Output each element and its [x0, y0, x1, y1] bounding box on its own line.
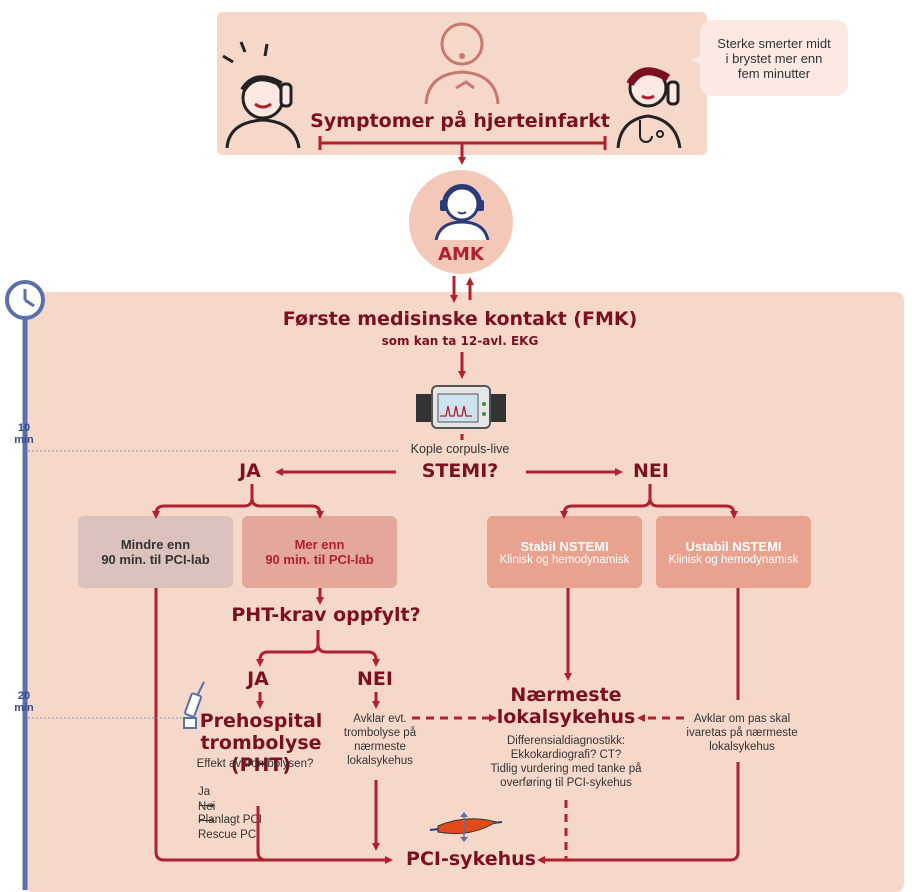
box-less-line2: 90 min. til PCI-lab — [101, 552, 210, 567]
box-more-line2: 90 min. til PCI-lab — [265, 552, 374, 567]
man-on-phone-icon — [222, 41, 301, 149]
syringe-icon — [183, 681, 205, 729]
bubble-tail-icon — [690, 54, 704, 66]
fmk-title: Første medisinske kontakt (FMK) — [282, 308, 638, 330]
stemi-no-label: NEI — [633, 460, 669, 482]
patient-chest-pain-icon — [424, 22, 500, 105]
stable-sub: Klinisk og hemodynamisk — [499, 553, 630, 566]
speech-bubble: Sterke smerter midt i brystet mer enn fe… — [700, 20, 848, 96]
stemi-yes-label: JA — [239, 460, 261, 482]
stable-title: Stabil NSTEMI — [520, 538, 609, 554]
pht-nei-row: Nei ⟶ Rescue PCI — [198, 786, 328, 842]
unstable-title: Ustabil NSTEMI — [685, 538, 782, 554]
ekg-monitor-icon — [416, 385, 506, 429]
arrow-right-icon: ⟶ — [198, 800, 215, 812]
pht-ja-label: Ja — [198, 786, 211, 798]
stemi-question: STEMI? — [421, 460, 499, 482]
stent-balloon-icon — [429, 812, 503, 842]
unstable-sub: Klinisk og hemodynamisk — [668, 553, 799, 566]
pht-question: PHT-krav oppfylt? — [231, 604, 421, 626]
box-more-line1: Mer enn — [294, 537, 345, 552]
unstable-text: Avklar om pas skal ivaretas på nærmeste … — [686, 713, 798, 753]
operator-headset-icon — [434, 184, 490, 240]
local-details: Differensialdiagnostikk: Ekkokardiografi… — [490, 735, 642, 789]
pht-no-label: NEI — [357, 668, 393, 690]
pht-no-text: Avklar evt. trombolyse på nærmeste lokal… — [343, 713, 417, 767]
box-stable-nstemi: Stabil NSTEMI Klinisk og hemodynamisk — [487, 516, 642, 588]
pht-nei-result: Rescue PCI — [198, 829, 260, 841]
local-title-line1: Nærmeste — [510, 684, 622, 706]
local-title-line2: lokalsykehus — [496, 706, 636, 728]
device-caption: Kople corpuls-live — [380, 442, 540, 456]
timeline-label-10: 10 min — [14, 422, 34, 446]
pht-title: Prehospital trombolyse (PHT) — [176, 710, 346, 776]
pci-hospital-title: PCI-sykehus — [406, 848, 536, 870]
box-unstable-nstemi: Ustabil NSTEMI Klinisk og hemodynamisk — [656, 516, 811, 588]
timeline-clock-icon — [5, 280, 45, 890]
arrow-right-icon: ⟶ — [198, 815, 215, 827]
symptoms-title: Symptomer på hjerteinfarkt — [310, 110, 610, 132]
box-less-line1: Mindre enn — [120, 537, 191, 552]
bubble-text: Sterke smerter midt i brystet mer enn fe… — [717, 35, 831, 81]
pht-nei-label: Nei — [198, 801, 216, 813]
amk-label: AMK — [438, 244, 484, 265]
doctor-on-phone-icon — [616, 67, 682, 149]
box-more-than-90: Mer enn 90 min. til PCI-lab — [242, 516, 397, 588]
pht-title-line1: Prehospital — [199, 710, 323, 732]
local-hospital-title: Nærmeste lokalsykehus — [486, 684, 646, 728]
timeline-label-20: 20 min — [14, 690, 34, 714]
box-less-than-90: Mindre enn 90 min. til PCI-lab — [78, 516, 233, 588]
pht-effect-question: Effekt av trombolysen? — [196, 758, 314, 770]
fmk-subtitle: som kan ta 12-avl. EKG — [381, 334, 539, 348]
pht-yes-label: JA — [247, 668, 269, 690]
pht-title-line2: trombolyse (PHT) — [200, 732, 322, 776]
